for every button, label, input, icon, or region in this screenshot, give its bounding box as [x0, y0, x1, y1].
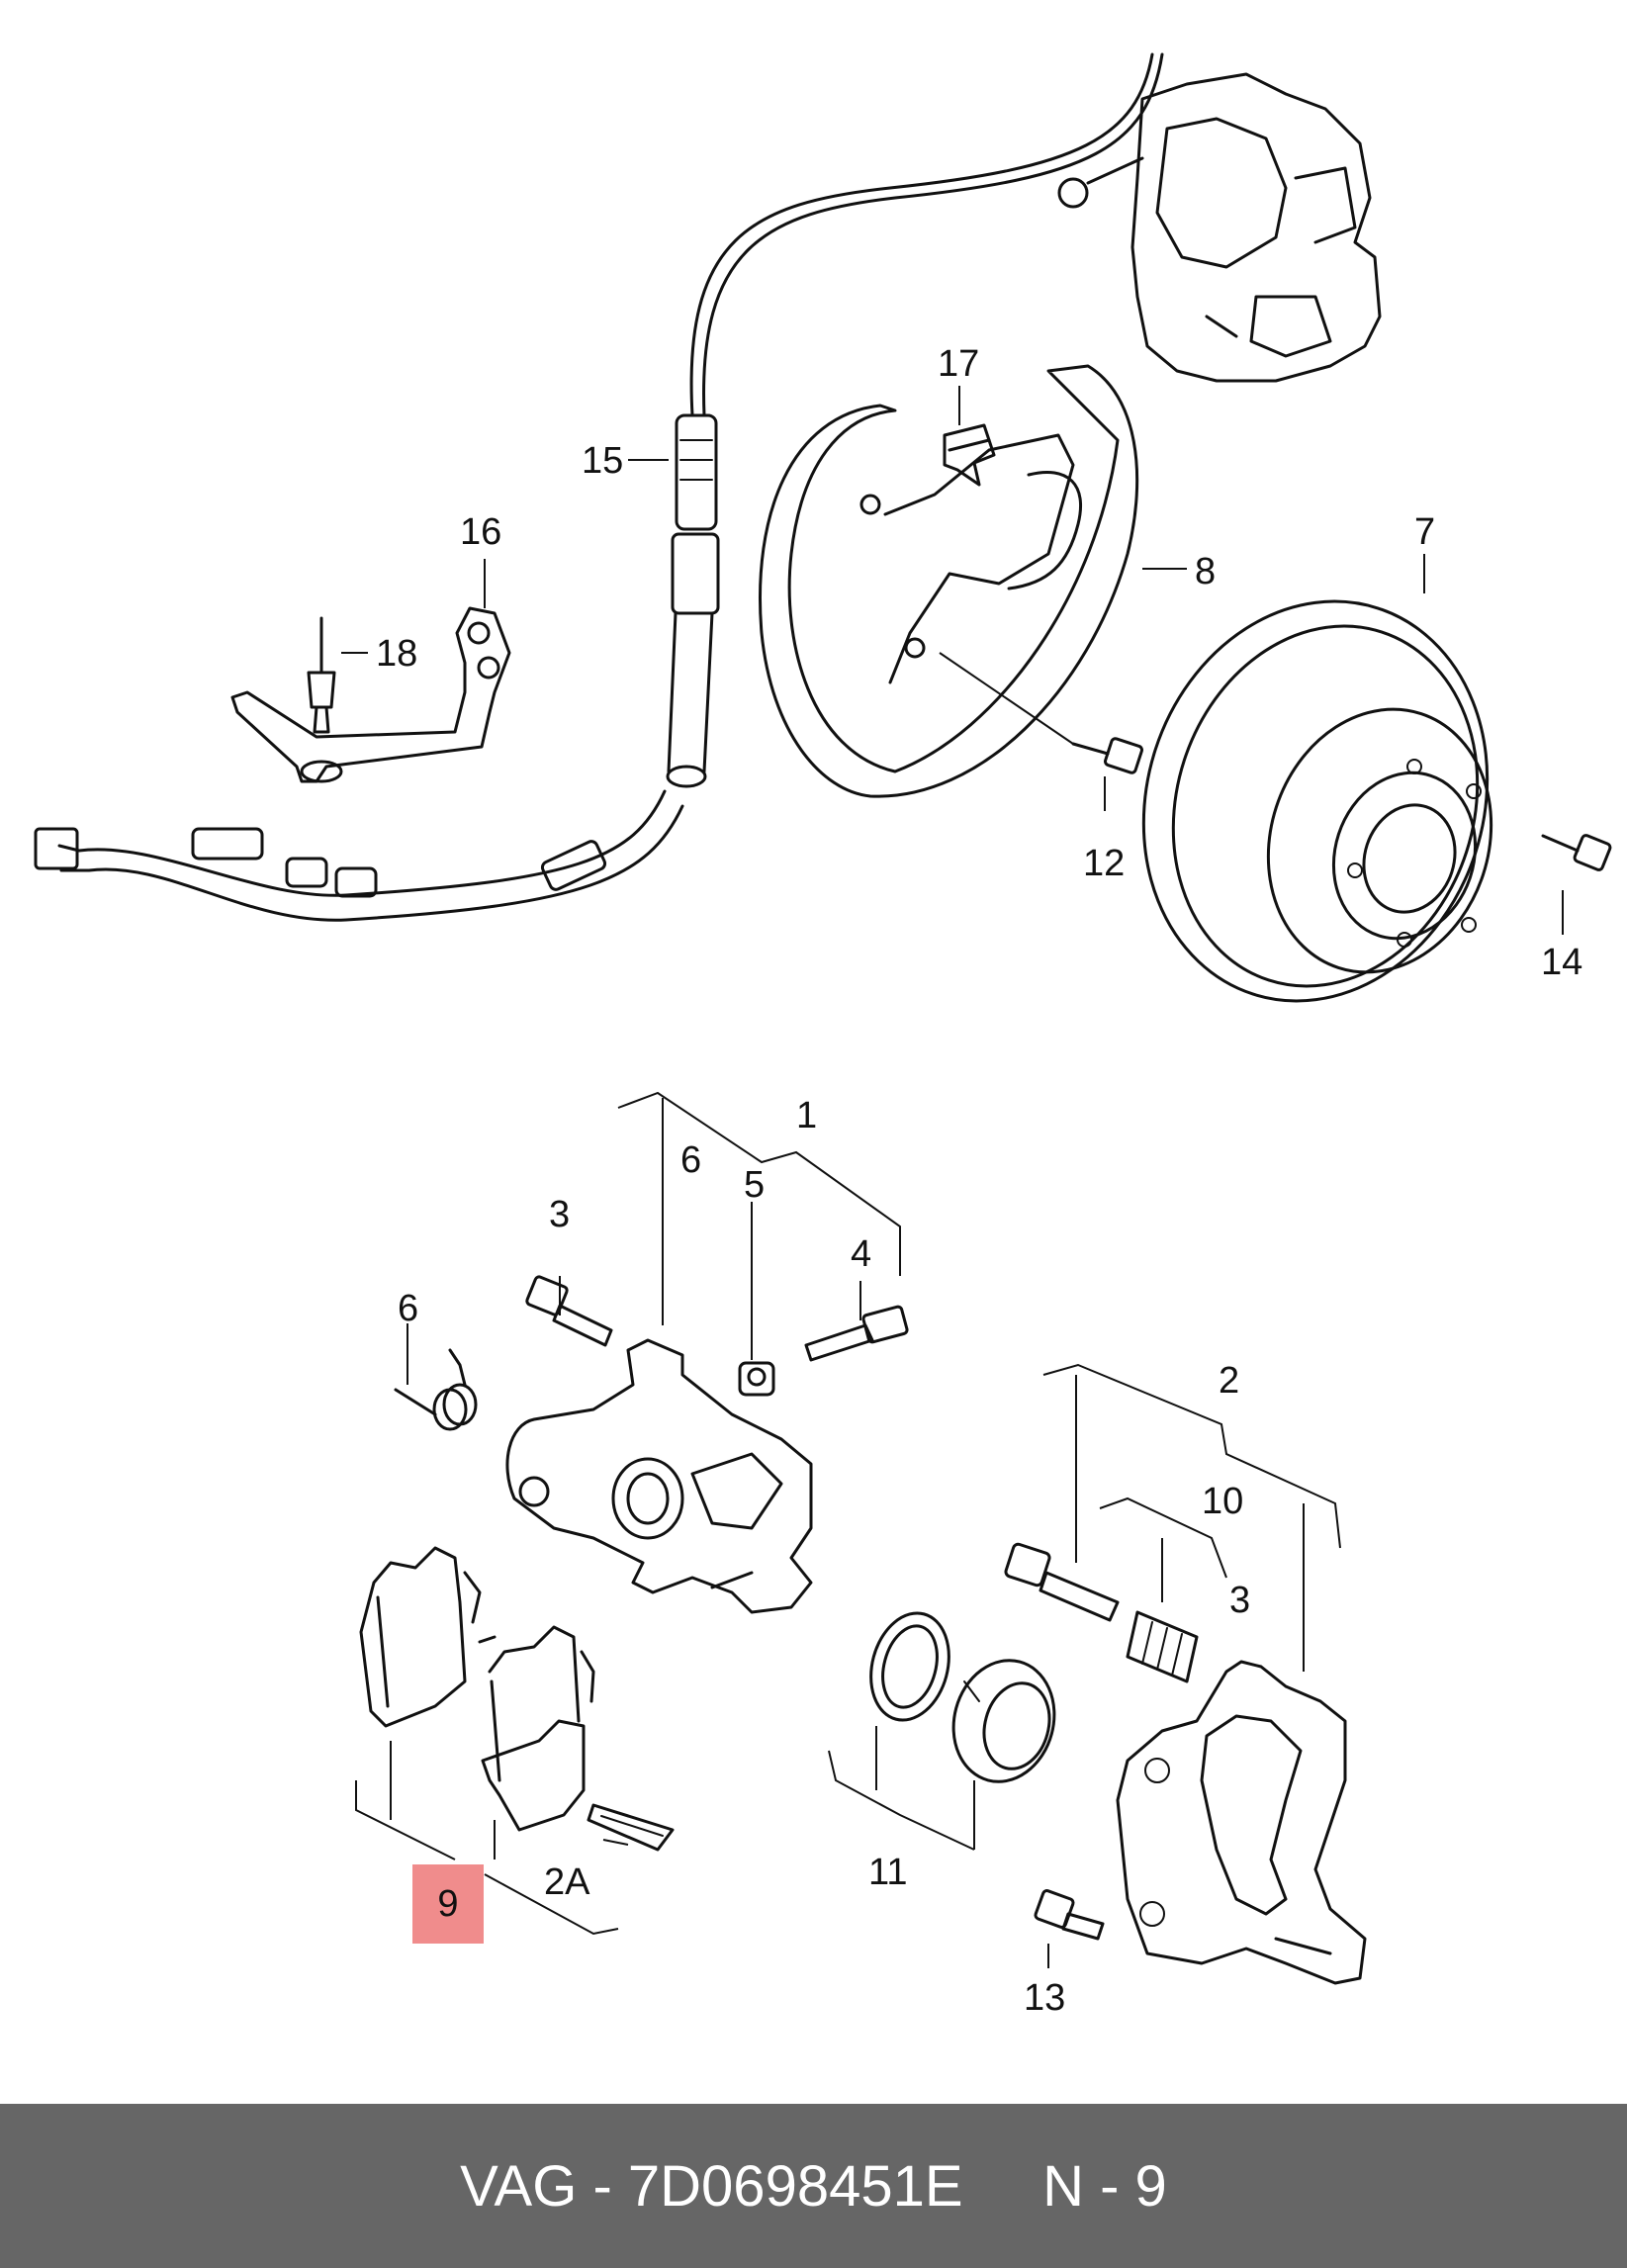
callout-13: 13	[1024, 1977, 1065, 2019]
callout-17: 17	[938, 343, 979, 385]
parking-brake-cable	[34, 52, 1164, 922]
footer-position: N - 9	[1042, 2153, 1167, 2219]
callout-15: 15	[582, 440, 623, 482]
callout-11: 11	[868, 1852, 907, 1893]
footer-bar: VAG - 7D0698451E N - 9	[0, 2104, 1627, 2268]
guide-bushing	[738, 1361, 775, 1397]
piston-seal-kit	[869, 1611, 1056, 1783]
caliper-assembly-top	[1057, 72, 1382, 383]
footer-gap	[963, 2153, 1043, 2220]
callout-10: 10	[1202, 1481, 1243, 1522]
cable-bracket	[230, 606, 511, 783]
caliper-spring	[394, 1348, 478, 1431]
callout-2: 2	[1219, 1360, 1239, 1402]
callout-5: 5	[744, 1164, 765, 1206]
callout-14: 14	[1541, 942, 1582, 983]
callout-3-pin: 3	[1229, 1580, 1250, 1621]
wear-indicator	[587, 1803, 675, 1852]
callout-12: 12	[1083, 843, 1125, 884]
callout-8: 8	[1195, 551, 1216, 592]
callout-6-caliper: 6	[680, 1139, 701, 1181]
group-bracket-11	[828, 1726, 975, 1851]
group-bracket-9	[355, 1741, 629, 1936]
callout-9: 9	[437, 1882, 459, 1925]
brake-pads	[359, 1546, 595, 1832]
bleeder-valve	[804, 1305, 909, 1362]
callout-16: 16	[460, 511, 501, 553]
callout-18: 18	[376, 633, 417, 675]
callout-4: 4	[851, 1233, 871, 1275]
callout-3-bolt: 3	[549, 1194, 570, 1235]
carrier-bolt	[1034, 1889, 1105, 1968]
callout-6-spring: 6	[398, 1288, 418, 1329]
leader-lines-top	[341, 386, 1564, 935]
caliper-housing	[505, 1338, 813, 1614]
splash-shield	[759, 364, 1139, 798]
footer-part-number: 7D0698451E	[627, 2153, 963, 2219]
callout-1: 1	[796, 1095, 817, 1136]
shield-bolt	[1071, 737, 1144, 774]
callout-2a: 2A	[544, 1861, 590, 1903]
retaining-clip	[943, 423, 996, 487]
caliper-carrier	[1116, 1660, 1367, 1985]
guide-pin-set	[1004, 1542, 1199, 1683]
brake-disc	[1141, 599, 1493, 1003]
disc-bolt	[1541, 834, 1612, 871]
highlighted-callout-9: 9	[412, 1864, 484, 1944]
group-bracket-1	[407, 1091, 901, 1385]
footer-brand: VAG	[460, 2153, 578, 2219]
caliper-guide-bolt	[525, 1275, 613, 1347]
group-bracket-2	[1042, 1363, 1341, 1672]
parts-diagram: 15 16 18 17 8 12 7 14 1 6 5 3 4 6 2 10 3…	[34, 52, 1612, 2019]
callout-7: 7	[1414, 511, 1435, 553]
footer-separator: -	[577, 2153, 628, 2219]
